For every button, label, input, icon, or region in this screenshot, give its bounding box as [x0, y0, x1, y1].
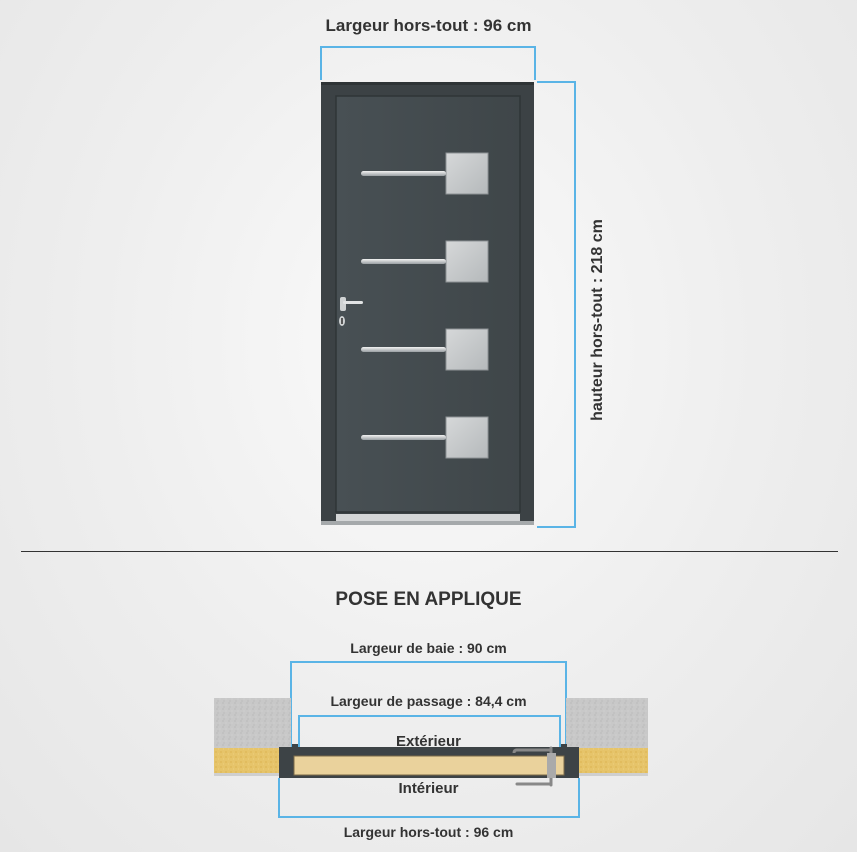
passage-dimension — [298, 715, 561, 752]
baie-width-label: Largeur de baie : 90 cm — [350, 640, 507, 656]
glass-panel — [361, 240, 489, 283]
handle-section-icon — [512, 746, 556, 787]
height-dimension — [537, 81, 576, 528]
exterior-label: Extérieur — [395, 733, 462, 750]
door-handle-icon — [339, 297, 363, 326]
insulation-left — [214, 748, 291, 774]
door-leaf — [335, 95, 521, 513]
threshold — [336, 514, 520, 522]
glass-panel — [361, 416, 489, 459]
insulation-right — [566, 748, 648, 774]
glass-panel — [361, 328, 489, 371]
top-width-dimension — [320, 46, 536, 80]
hors-tout-width-label: Largeur hors-tout : 96 cm — [343, 824, 514, 840]
section-divider — [21, 551, 838, 552]
glass-panel — [361, 152, 489, 195]
height-label: hauteur hors-tout : 218 cm — [589, 219, 606, 421]
wall-right — [566, 698, 648, 748]
wall-left — [214, 698, 291, 748]
door-slab-section — [293, 755, 565, 776]
section-title: POSE EN APPLIQUE — [335, 589, 522, 610]
interior-label: Intérieur — [398, 780, 459, 797]
hors-tout-dimension — [278, 778, 580, 818]
top-width-label: Largeur hors-tout : 96 cm — [325, 16, 532, 35]
passage-width-label: Largeur de passage : 84,4 cm — [330, 693, 527, 709]
